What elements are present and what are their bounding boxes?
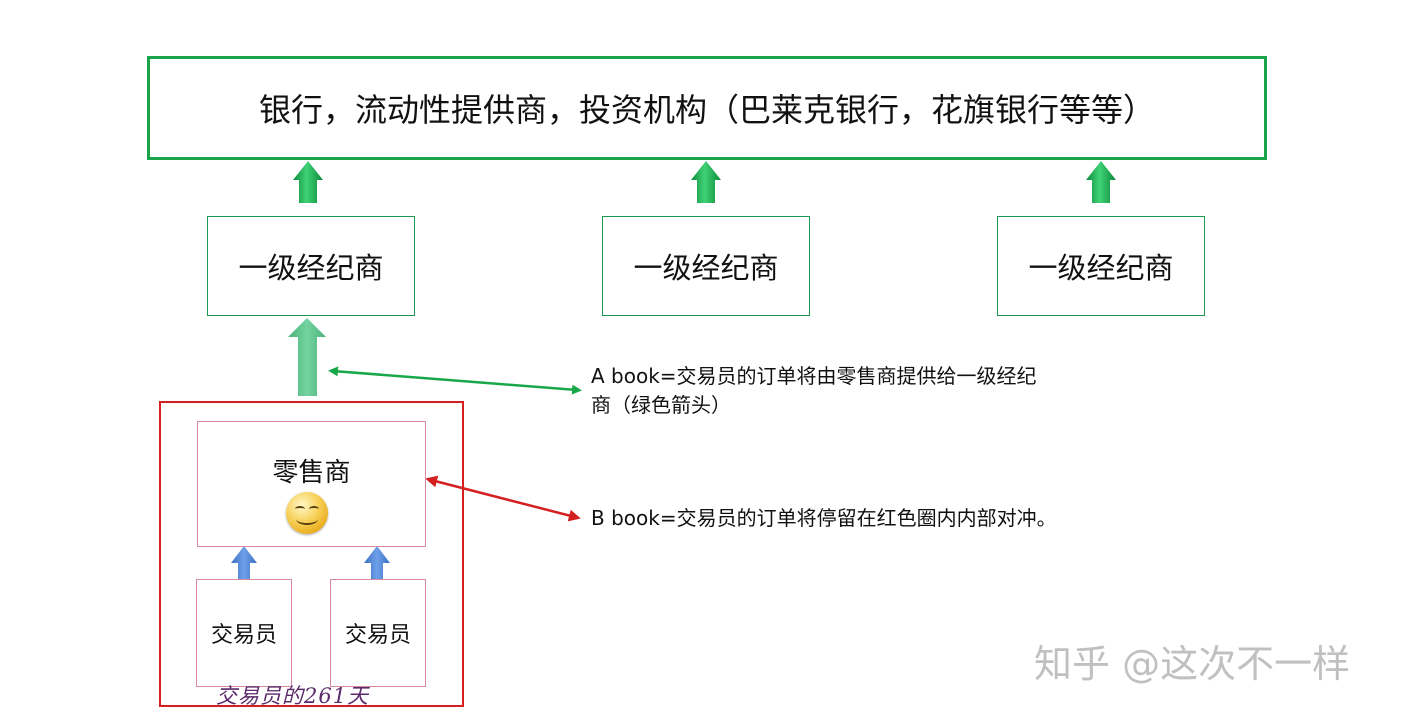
top-institutions-label: 银行，流动性提供商，投资机构（巴莱克银行，花旗银行等等） xyxy=(258,91,1155,129)
zhihu-watermark: 知乎 @这次不一样 xyxy=(1034,642,1351,686)
trader-up-arrow-1 xyxy=(231,546,257,579)
b-book-red-frame xyxy=(159,401,464,707)
trader-label: 交易员 xyxy=(344,623,411,648)
broker-box-2: 一级经纪商 xyxy=(602,216,810,316)
retailer-box xyxy=(197,421,426,547)
broker-box-1: 一级经纪商 xyxy=(207,216,415,316)
top-institutions-box: 银行，流动性提供商，投资机构（巴莱克银行，花旗银行等等） xyxy=(147,56,1267,160)
broker-label: 一级经纪商 xyxy=(633,251,779,285)
broker-box-3: 一级经纪商 xyxy=(997,216,1205,316)
retailer-label: 零售商 xyxy=(272,458,351,488)
broker-label: 一级经纪商 xyxy=(238,251,384,285)
b-book-annotation: B book=交易员的订单将停留在红色圈内内部对冲。 xyxy=(591,506,1057,530)
trader-label: 交易员 xyxy=(210,623,277,648)
up-arrow-broker-3 xyxy=(1086,161,1116,203)
trader-box-1: 交易员 xyxy=(196,579,292,687)
b-book-pointer xyxy=(425,475,581,522)
smiley-face-icon xyxy=(286,492,328,534)
trader-box-2: 交易员 xyxy=(330,579,426,687)
broker-label: 一级经纪商 xyxy=(1028,251,1174,285)
a-book-up-arrow xyxy=(288,318,326,396)
trader-up-arrow-2 xyxy=(364,546,390,579)
a-book-line-2: 商（绿色箭头） xyxy=(591,393,731,417)
handwritten-signature: 交易员的261天 xyxy=(216,684,370,708)
a-book-line-1: A book=交易员的订单将由零售商提供给一级经纪 xyxy=(591,364,1037,388)
up-arrow-broker-1 xyxy=(293,161,323,203)
up-arrow-broker-2 xyxy=(691,161,721,203)
a-book-annotation: A book=交易员的订单将由零售商提供给一级经纪 商（绿色箭头） xyxy=(591,362,1037,420)
a-book-pointer xyxy=(328,366,582,395)
